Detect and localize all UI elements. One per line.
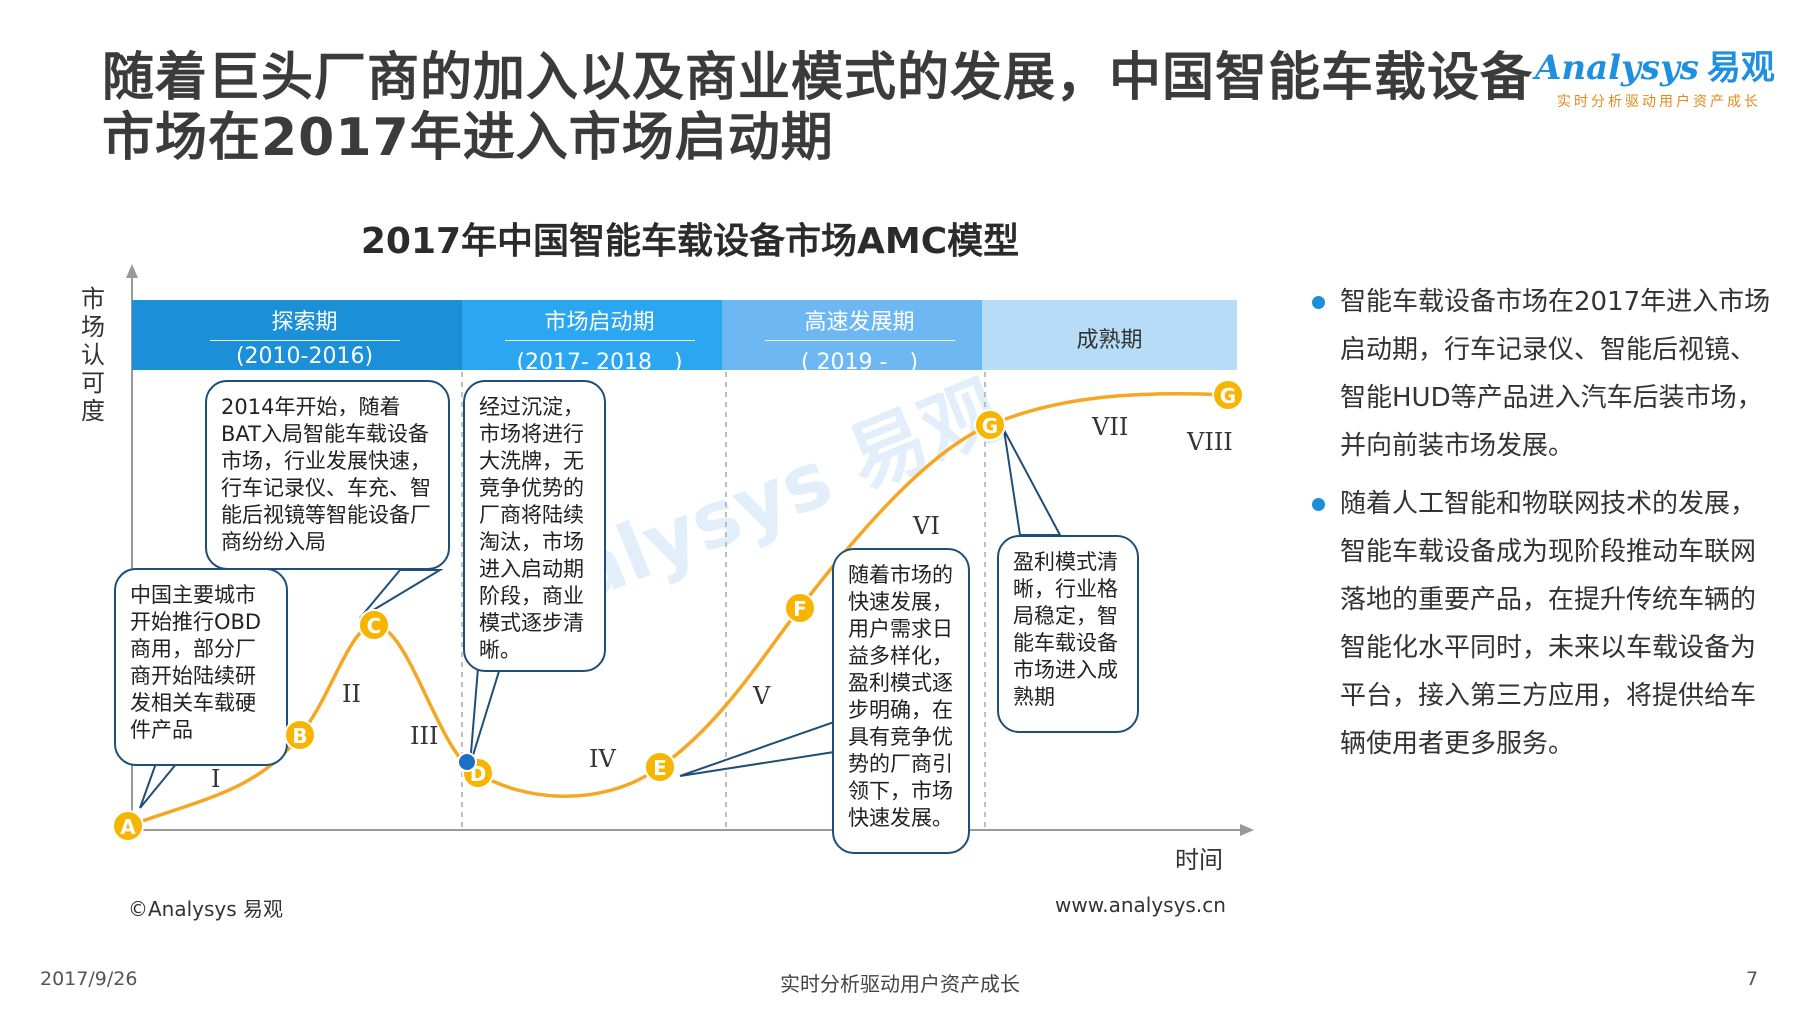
phase-dates: ( 2019 - ) <box>800 350 919 375</box>
callout-a: 中国主要城市开始推行OBD商用，部分厂商开始陆续研发相关车载硬件产品 <box>114 568 288 766</box>
logo-brand-cn: 易观 <box>1706 48 1775 88</box>
chart-source: ©Analysys 易观 <box>128 897 284 921</box>
callout-g-pointer <box>1003 429 1062 536</box>
title-line-2: 市场在2017年进入市场启动期 <box>102 108 834 168</box>
logo-tagline: 实时分析驱动用户资产成长 <box>1557 94 1761 110</box>
bullet-text: 随着人工智能和物联网技术的发展，智能车载设备成为现阶段推动车联网落地的重要产品，… <box>1340 489 1757 759</box>
stage-label-6: VI <box>913 512 940 540</box>
website-link[interactable]: www.analysys.cn <box>1055 893 1226 917</box>
stage-label-8: VIII <box>1187 428 1233 456</box>
phase-name: 探索期 <box>271 310 338 335</box>
phase-name: 成熟期 <box>1076 328 1143 353</box>
logo-brand-en: Analysys <box>1535 48 1699 88</box>
callout-c: 2014年开始，随着BAT入局智能车载设备市场，行业发展快速，行车记录仪、车充、… <box>205 380 450 570</box>
chart-title: 2017年中国智能车载设备市场AMC模型 <box>360 221 1020 262</box>
callout-c-pointer <box>359 569 444 619</box>
y-axis-label: 市场认可度 <box>81 285 105 425</box>
stage-label-1: I <box>211 765 221 793</box>
callout-d-pointer <box>469 667 502 766</box>
y-axis-arrow <box>126 264 138 278</box>
footer-slogan: 实时分析驱动用户资产成长 <box>780 972 1020 996</box>
phase-dates: (2010-2016) <box>235 344 374 369</box>
callout-d: 经过沉淀，市场将进行大洗牌，无竞争优势的厂商将陆续淘汰，市场进入启动期阶段，商业… <box>463 380 606 672</box>
stage-label-4: IV <box>589 745 616 773</box>
page-number: 7 <box>1746 968 1759 990</box>
summary-bullets: 智能车载设备市场在2017年进入市场启动期，行车记录仪、智能后视镜、智能HUD等… <box>1310 278 1780 778</box>
phase-mature: 成熟期 <box>982 300 1237 370</box>
title-line-1: 随着巨头厂商的加入以及商业模式的发展，中国智能车载设备 <box>102 48 1534 108</box>
bullet-item: 随着人工智能和物联网技术的发展，智能车载设备成为现阶段推动车联网落地的重要产品，… <box>1310 480 1780 768</box>
phase-exploration: 探索期 (2010-2016) <box>132 300 477 370</box>
bullet-text: 智能车载设备市场在2017年进入市场启动期，行车记录仪、智能后视镜、智能HUD等… <box>1340 287 1771 461</box>
bullet-dot-icon <box>1312 498 1325 511</box>
phase-divider-line <box>504 340 695 341</box>
phase-name: 市场启动期 <box>544 310 655 335</box>
phase-name: 高速发展期 <box>804 310 915 335</box>
phase-launch: 市场启动期 (2017- 2018 ) <box>462 300 737 375</box>
x-axis-arrow <box>1240 824 1254 836</box>
phase-divider-line <box>764 340 955 341</box>
bullet-dot-icon <box>1312 296 1325 309</box>
x-axis-label: 时间 <box>1175 846 1223 874</box>
footer-date: 2017/9/26 <box>40 968 138 990</box>
bullet-item: 智能车载设备市场在2017年进入市场启动期，行车记录仪、智能后视镜、智能HUD等… <box>1310 278 1780 470</box>
callout-g: 盈利模式清晰，行业格局稳定，智能车载设备市场进入成熟期 <box>997 535 1139 733</box>
phase-divider-line <box>209 340 400 341</box>
stage-label-5: V <box>753 682 771 710</box>
stage-label-7: VII <box>1092 413 1129 441</box>
callout-f: 随着市场的快速发展，用户需求日益多样化，盈利模式逐步明确，在具有竞争优势的厂商引… <box>832 548 970 854</box>
stage-label-2: II <box>342 680 361 708</box>
phase-high-growth: 高速发展期 ( 2019 - ) <box>722 300 997 375</box>
phase-dates: (2017- 2018 ) <box>516 350 683 375</box>
page-title: 随着巨头厂商的加入以及商业模式的发展，中国智能车载设备 市场在2017年进入市场… <box>102 48 1552 168</box>
stage-label-3: III <box>410 722 439 750</box>
